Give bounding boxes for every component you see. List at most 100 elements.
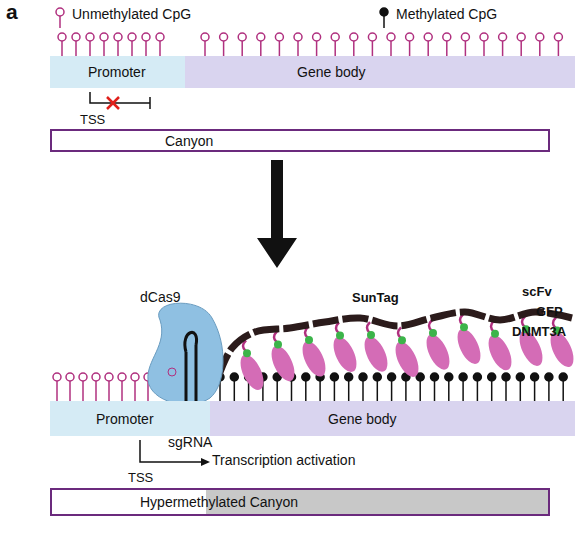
unmethylated-cpg-stem [297,41,299,56]
unmethylated-cpg-head [142,33,150,41]
methylated-cpg-head [230,373,238,381]
unmethylated-cpg-head [58,33,66,41]
unmethylated-cpg-head [313,33,321,41]
methylated-cpg-head [359,373,367,381]
methylated-cpg-stem [391,381,393,401]
methylated-cpg-stem [548,381,550,401]
unmethylated-cpg-head [72,33,80,41]
promoter-band: Promoter [50,401,210,436]
dnmt3a-enzyme [391,338,423,380]
unmethylated-cpg-head [554,33,562,41]
methylated-cpg-head [330,373,338,381]
unmethylated-cpg-head [118,373,126,381]
unmethylated-cpg-stem [75,41,77,56]
methylated-cpg-head [473,373,481,381]
unmethylated-cpg-stem [204,41,206,56]
methylated-cpg-head [502,373,510,381]
methylated-cpg-stem [448,381,450,401]
unmethylated-cpg-head [461,33,469,41]
unmethylated-cpg-head [424,33,432,41]
unmethylated-cpg-head [331,33,339,41]
unmethylated-cpg-head [114,33,122,41]
methylated-cpg-head [488,373,496,381]
unmethylated-cpg-head [220,33,228,41]
unmethylated-cpg-head [387,33,395,41]
methylated-cpg-head [545,373,553,381]
dnmt3a-enzyme [484,332,516,374]
dcas9-protein [148,303,223,404]
dnmt3a-enzyme [360,333,392,375]
methylated-cpg-stem [334,381,336,401]
methylated-cpg-head [531,373,539,381]
unmethylated-cpg-head [79,373,87,381]
methylated-cpg-stem [305,381,307,401]
methylated-cpg-stem [319,381,321,401]
node-text: Hypermethylated Canyon [140,494,298,510]
blocked-mark [107,97,119,109]
unmethylated-cpg-stem [558,41,560,56]
rna-label: sgRNA [168,434,212,450]
unmethylated-cpg-stem [446,41,448,56]
protein-label: GFP [536,304,563,319]
unmethylated-cpg-stem [502,41,504,56]
tss-block-end [149,97,151,109]
unmethylated-cpg-stem [159,41,161,56]
node-text: Gene body [328,411,397,427]
dnmt3a-enzyme [453,325,485,367]
tss-line [90,92,150,103]
unmethylated-cpg-stem [103,41,105,56]
unmethylated-cpg-head [128,33,136,41]
canyon-box: Hypermethylated Canyon [50,488,550,516]
legend-text: Methylated CpG [396,6,497,22]
canyon-box: Canyon [50,129,550,152]
unmethylated-cpg-head [168,368,176,376]
unmethylated-cpg-stem [465,41,467,56]
gfp-dot [336,331,344,339]
methylated-cpg-head [345,373,353,381]
unmethylated-cpg-stem [372,41,374,56]
tss-label: TSS [128,470,153,485]
unmethylated-cpg-stem [334,41,336,56]
methylated-cpg-stem [491,381,493,401]
unmethylated-cpg-stem [241,41,243,56]
unmethylated-cpg-head [443,33,451,41]
sgrna-hairpin [185,332,197,402]
unmethylated-cpg-stem [353,41,355,56]
dnmt3a-enzyme [329,333,361,375]
gfp-dot [460,323,468,331]
methylated-cpg-stem [291,381,293,401]
methylated-cpg-head [388,373,396,381]
methylated-cpg-head [373,373,381,381]
unmethylated-cpg-head [406,33,414,41]
unmethylated-cpg-head [105,373,113,381]
methylated-cpg-stem [562,381,564,401]
methylated-cpg-head [302,373,310,381]
process-label: Transcription activation [212,452,355,468]
gfp-dot [367,331,375,339]
unmethylated-cpg-stem [427,41,429,56]
unmethylated-cpg-head [499,33,507,41]
gfp-dot [429,329,437,337]
methylated-cpg-stem [234,381,236,401]
unmethylated-cpg-stem [121,381,123,401]
methylated-cpg-stem [534,381,536,401]
legend-methylated-icon-head [380,8,388,16]
unmethylated-cpg-head [368,33,376,41]
methylated-cpg-stem [405,381,407,401]
unmethylated-cpg-head [238,33,246,41]
unmethylated-cpg-head [517,33,525,41]
unmethylated-cpg-stem [56,381,58,401]
methylated-cpg-stem [419,381,421,401]
gfp-dot [243,349,251,357]
legend-unmethylated-icon-head [56,8,64,16]
gfp-dot [274,340,282,348]
methylated-cpg-stem [434,381,436,401]
methylated-cpg-stem [377,381,379,401]
dnmt3a-enzyme [298,338,330,380]
unmethylated-cpg-stem [316,41,318,56]
unmethylated-cpg-head [100,33,108,41]
methylated-cpg-stem [462,381,464,401]
node-text: Promoter [96,411,154,427]
unmethylated-cpg-head [350,33,358,41]
unmethylated-cpg-stem [131,41,133,56]
